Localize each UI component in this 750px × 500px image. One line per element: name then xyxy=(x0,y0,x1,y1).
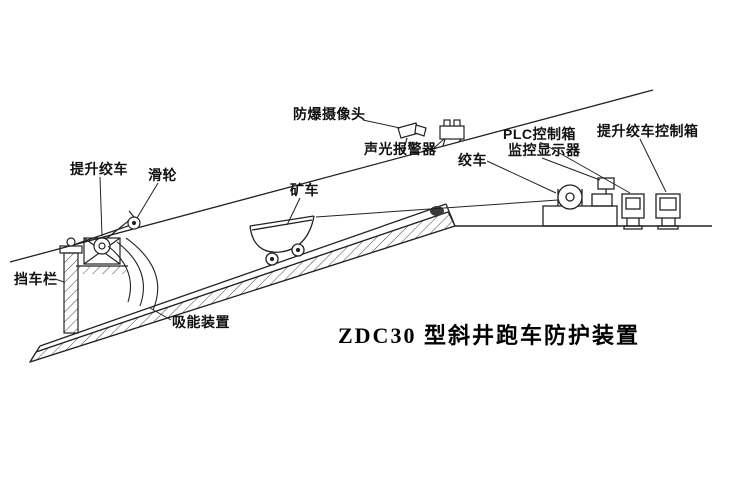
label-mine-car: 矿车 xyxy=(290,182,319,198)
label-plc-box: PLC控制箱 xyxy=(503,126,576,142)
label-winch: 绞车 xyxy=(458,152,487,168)
hoist-rope xyxy=(315,199,559,218)
diagram-title: ZDC30 型斜井跑车防护装置 xyxy=(338,323,640,348)
label-pulley: 滑轮 xyxy=(148,167,177,183)
alarm-device xyxy=(439,119,465,147)
winch-drawing xyxy=(542,177,618,227)
plc-cabinet xyxy=(621,193,645,230)
barrier-drawing xyxy=(59,237,83,334)
hoist-winch-drawing xyxy=(76,217,133,274)
label-hoist-winch: 提升绞车 xyxy=(70,161,128,177)
camera-device xyxy=(397,122,427,154)
absorber-drawing xyxy=(107,237,159,311)
label-hoist-control-box: 提升绞车控制箱 xyxy=(597,123,699,139)
label-absorber: 吸能装置 xyxy=(172,314,230,330)
knuckle-roller xyxy=(430,206,444,216)
label-monitor: 监控显示器 xyxy=(508,142,581,158)
incline-roof-line xyxy=(9,89,654,263)
label-camera: 防爆摄像头 xyxy=(293,106,366,122)
incline-track xyxy=(28,203,456,363)
leader-lines xyxy=(54,119,667,321)
hoist-control-cabinet xyxy=(655,193,681,230)
label-alarm: 声光报警器 xyxy=(364,141,437,157)
label-barrier: 挡车栏 xyxy=(14,271,58,287)
mine-car-drawing xyxy=(249,215,315,266)
